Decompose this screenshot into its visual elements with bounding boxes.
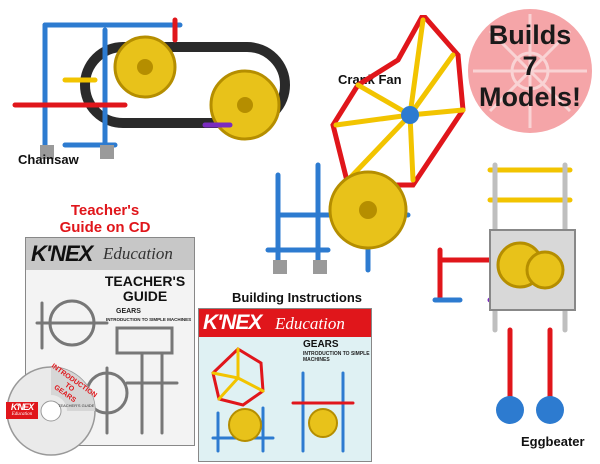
instructions-subtitle: INTRODUCTION TO SIMPLE MACHINES (303, 351, 370, 363)
cd-disc (6, 366, 96, 456)
teacher-guide-subject: GEARS (116, 308, 141, 315)
eggbeater-model-image (432, 162, 576, 424)
instructions-brand: K'NEX (203, 311, 262, 334)
teacher-guide-illustration (35, 299, 179, 435)
crank-fan-model-image (265, 15, 466, 274)
building-instructions-label: Building Instructions (232, 290, 362, 305)
cd-brand: K'NEX (10, 402, 34, 412)
chainsaw-model-image (12, 17, 290, 159)
badge-line1: Builds (488, 20, 572, 50)
instructions-subtitle-line2: MACHINES (303, 357, 330, 363)
cd-sub: TEACHER'S GUIDE (58, 403, 95, 408)
teachers-guide-cd-line2: Guide on CD (59, 219, 151, 236)
instructions-subject: GEARS (303, 339, 339, 350)
teacher-guide-title: TEACHER'S GUIDE (100, 274, 190, 304)
badge-line3: Models! (478, 82, 581, 112)
instructions-edu: Education (275, 314, 345, 333)
cd-brand-sub: Education (11, 412, 33, 417)
instructions-header: K'NEX Education (199, 309, 371, 337)
badge-text: Builds 7 Models! (467, 20, 593, 113)
teacher-guide-header: K'NEX Education (26, 238, 194, 270)
instructions-booklet: K'NEX Education GEARS INTRODUCTION TO SI… (198, 308, 372, 462)
instructions-subtitle-line1: INTRODUCTION TO SIMPLE (303, 351, 370, 357)
teacher-guide-title-line2: GUIDE (122, 288, 168, 304)
eggbeater-label: Eggbeater (521, 434, 585, 449)
teacher-guide-title-line1: TEACHER'S (104, 273, 186, 289)
chainsaw-label: Chainsaw (18, 152, 79, 167)
teachers-guide-cd-title: Teacher's Guide on CD (40, 202, 170, 236)
instructions-illustration (211, 347, 355, 453)
teacher-guide-subtitle: INTRODUCTION TO SIMPLE MACHINES (106, 317, 192, 322)
teachers-guide-cd-line1: Teacher's (70, 202, 140, 219)
badge-line2: 7 (522, 51, 538, 81)
teacher-guide-edu: Education (103, 244, 173, 263)
teacher-guide-booklet: K'NEX Education TEACHER'S GUIDE GEARS IN… (25, 237, 195, 446)
badge-starburst (468, 9, 592, 133)
cd-brand-block: K'NEX Education (6, 402, 38, 419)
teacher-guide-brand: K'NEX (31, 241, 93, 266)
